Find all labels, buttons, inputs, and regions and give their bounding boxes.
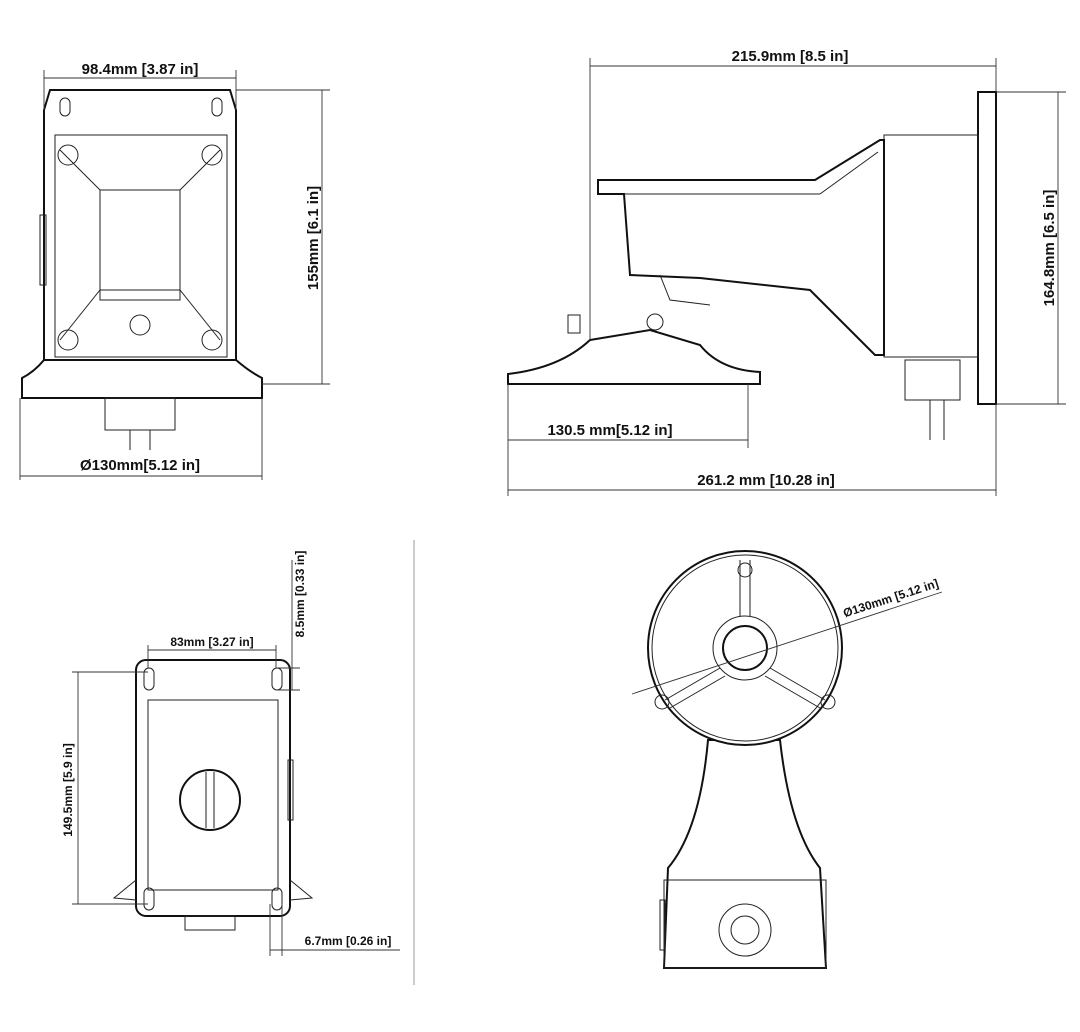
back-bottom-offset-label: 6.7mm [0.26 in] <box>305 934 392 948</box>
front-height-label: 155mm [6.1 in] <box>305 186 322 290</box>
back-vertical-spacing-label: 149.5mm [5.9 in] <box>61 743 75 836</box>
front-view: 98.4mm [3.87 in] 155mm [6.1 in] Ø130mm[5… <box>19 61 330 480</box>
side-view: 215.9mm [8.5 in] 164.8mm [6.5 in] 130.5 … <box>507 48 1066 496</box>
bottom-diameter-label: Ø130mm [5.12 in] <box>841 576 940 620</box>
back-hole-offset-label: 8.5mm [0.33 in] <box>293 551 307 638</box>
back-view: 83mm [3.27 in] 8.5mm [0.33 in] 149.5mm [… <box>61 551 400 956</box>
side-height-label: 164.8mm [6.5 in] <box>1041 190 1058 307</box>
side-base-radius-label: 130.5 mm[5.12 in] <box>547 422 672 439</box>
side-total-length-label: 261.2 mm [10.28 in] <box>697 472 835 489</box>
bottom-view: Ø130mm [5.12 in] <box>631 550 943 969</box>
side-arm-length-label: 215.9mm [8.5 in] <box>732 48 849 65</box>
front-base-label: Ø130mm[5.12 in] <box>80 457 200 474</box>
front-width-label: 98.4mm [3.87 in] <box>82 61 199 78</box>
back-hole-spacing-label: 83mm [3.27 in] <box>170 635 253 649</box>
